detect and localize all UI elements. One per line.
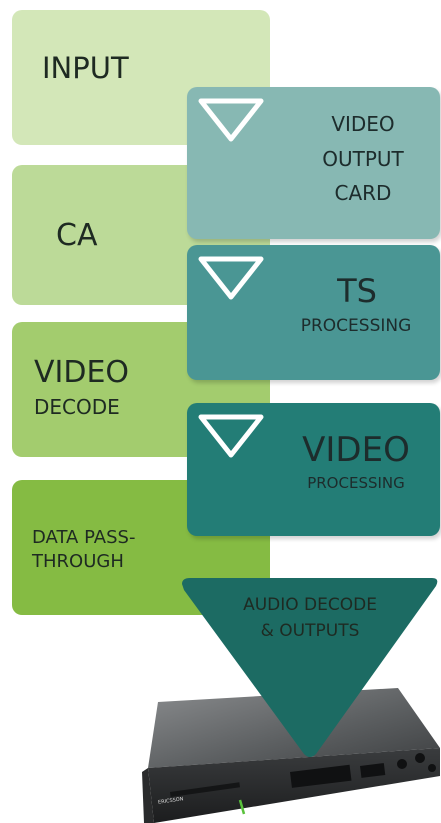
video-output-label-2: OUTPUT — [322, 147, 404, 171]
ts-label-1: TS — [337, 272, 377, 310]
down-triangle-icon — [198, 414, 264, 458]
ca-label: CA — [56, 218, 98, 253]
data-passthrough-label-2: THROUGH — [32, 551, 124, 572]
video-processing-block: VIDEO PROCESSING — [187, 403, 440, 536]
ts-processing-block: TS PROCESSING — [187, 245, 440, 380]
video-output-label-3: CARD — [334, 181, 392, 205]
video-output-card-block: VIDEO OUTPUT CARD — [187, 87, 440, 239]
input-block: INPUT — [12, 10, 270, 145]
down-triangle-icon — [198, 98, 264, 142]
video-decode-label-2: DECODE — [34, 395, 120, 419]
data-passthrough-label-1: DATA PASS- — [32, 527, 136, 548]
audio-decode-arrow — [182, 578, 438, 757]
receiver-device-image — [142, 688, 440, 823]
audio-label-1: AUDIO DECODE — [243, 595, 377, 615]
video-processing-label-1: VIDEO — [302, 430, 410, 470]
video-processing-label-2: PROCESSING — [307, 474, 405, 492]
down-triangle-icon — [198, 256, 264, 300]
audio-label-2: & OUTPUTS — [260, 621, 360, 641]
input-label: INPUT — [42, 51, 129, 85]
ts-label-2: PROCESSING — [300, 316, 412, 336]
video-decode-label-1: VIDEO — [34, 355, 130, 390]
video-output-label-1: VIDEO — [331, 112, 395, 136]
